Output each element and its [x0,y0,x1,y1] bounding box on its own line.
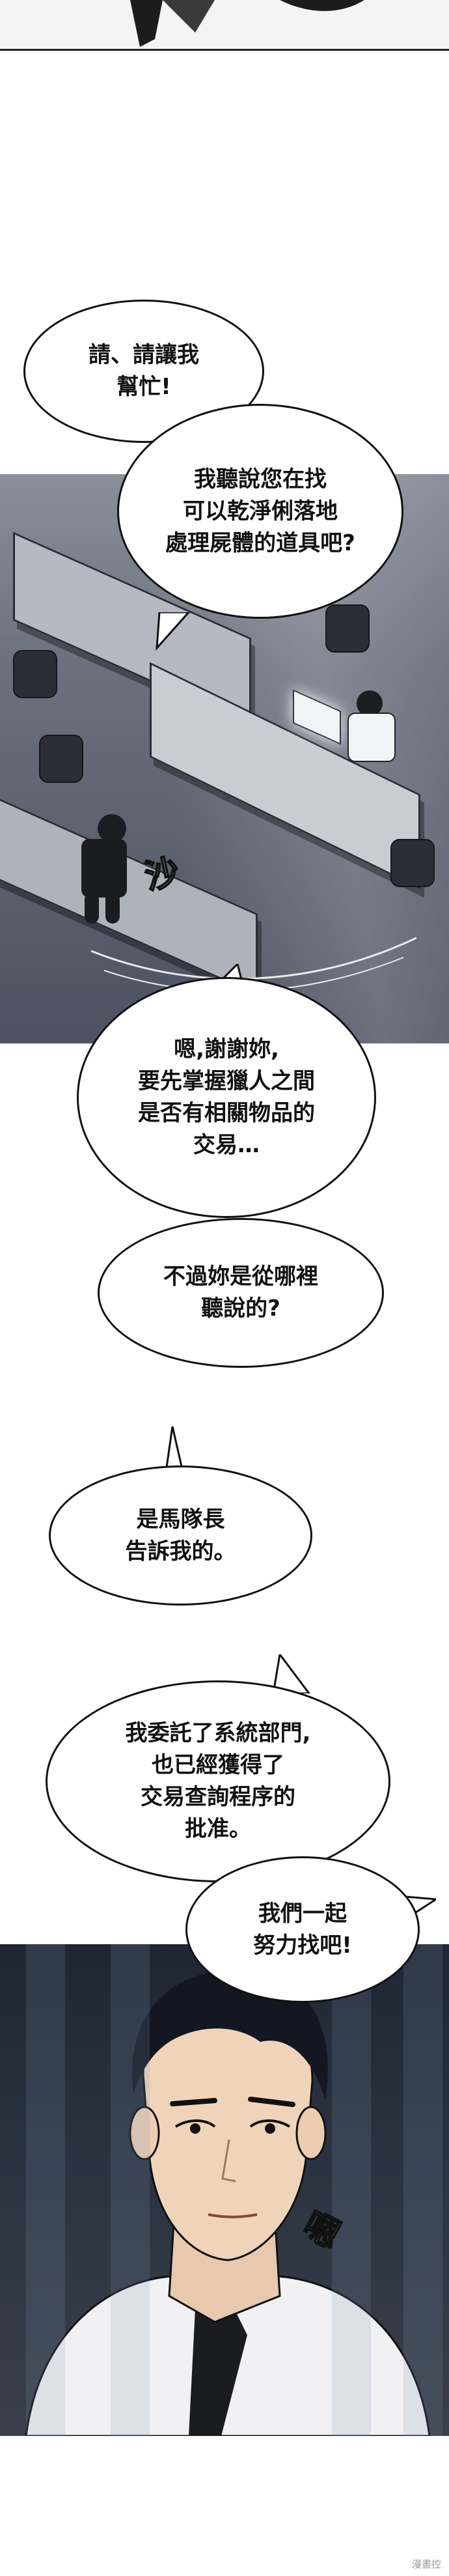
speech-bubble: 不過妳是從哪裡 聽說的? [98,1218,384,1368]
top-panel-art [130,0,364,47]
window-light [332,1944,371,2436]
window-light [111,1944,150,2436]
man-portrait-art [25,1970,431,2436]
watermark: 漫畫控 [411,2558,441,2570]
bubble-tail [156,612,191,651]
office-chair [13,650,57,698]
speech-bubble: 是馬隊長 告訴我的。 [49,1465,312,1606]
man-closeup-panel [0,1944,449,2436]
speech-bubble: 我委託了系統部門, 也已經獲得了 交易查詢程序的 批准。 [46,1680,390,1882]
speech-bubble: 我們一起 努力找吧! [185,1856,420,2003]
office-chair [325,604,370,653]
office-chair [390,839,435,887]
bubble-tail [273,1654,310,1693]
top-panel-sliver [0,0,449,51]
speech-bubble: 嗯,謝謝妳, 要先掌握獵人之間 是否有相關物品的 交易… [77,977,376,1218]
window-light [26,1944,65,2436]
walking-woman-figure [65,814,137,925]
speech-bubble: 我聽說您在找 可以乾淨俐落地 處理屍體的道具吧? [117,404,403,619]
window-light [403,1944,442,2436]
office-chair [39,735,83,783]
bubble-tail [165,1426,184,1472]
seated-man-figure [345,690,397,762]
